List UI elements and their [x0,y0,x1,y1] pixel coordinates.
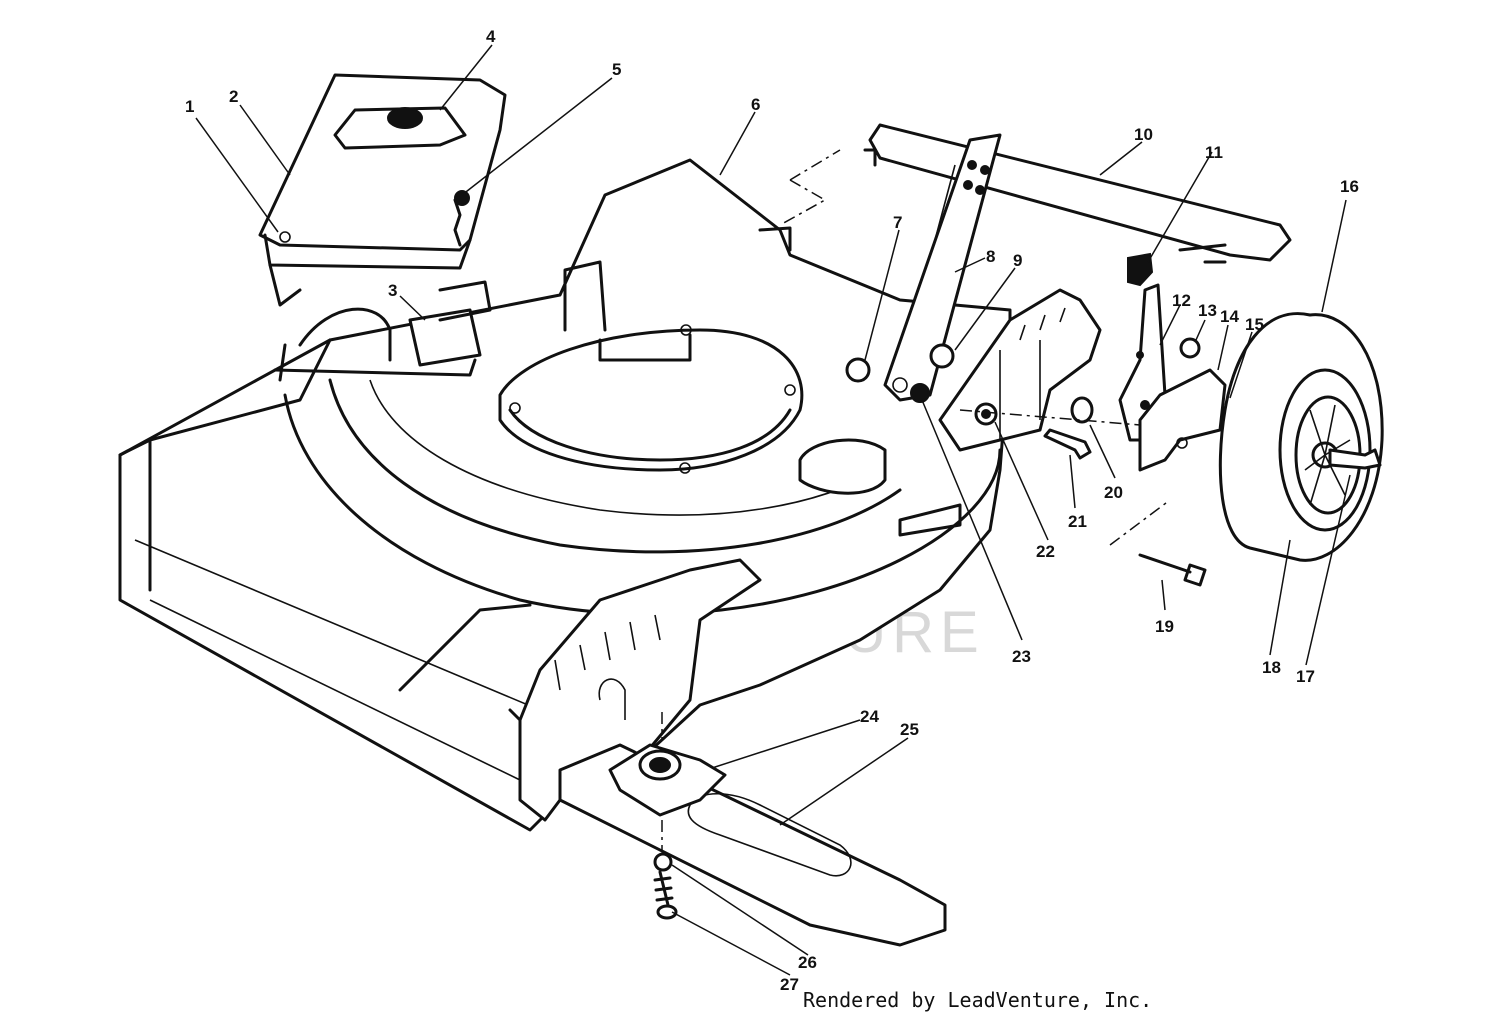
callout-9: 9 [1013,251,1022,270]
callout-1: 1 [185,97,194,116]
clip-11 [1127,252,1154,287]
callout-15: 15 [1245,315,1264,334]
callout-8: 8 [986,247,995,266]
callout-19: 19 [1155,617,1174,636]
callout-13: 13 [1198,301,1217,320]
nut-9 [929,343,955,369]
wheel [1218,312,1384,562]
callout-20: 20 [1104,483,1123,502]
callout-25: 25 [900,720,919,739]
callout-7: 7 [893,213,902,232]
blade-assembly [558,743,947,947]
wheel-bracket [1118,283,1227,472]
adjust-lever [883,133,1002,402]
washer-20 [1070,396,1094,424]
shoulder-bolt-19 [1138,553,1207,587]
mower-deck [118,158,1102,832]
rear-shield [863,123,1292,264]
nut-7 [845,357,871,383]
nut-13 [1179,337,1201,359]
chute-door [258,73,507,307]
callout-10: 10 [1134,125,1153,144]
callout-6: 6 [751,95,760,114]
callout-21: 21 [1068,512,1087,531]
leader-lines [195,44,1351,976]
callout-12: 12 [1172,291,1191,310]
spacer-23 [910,383,930,403]
callout-17: 17 [1296,667,1315,686]
alignment-lines [661,149,1171,850]
credit-text: Rendered by LeadVenture, Inc. [803,988,1153,1012]
callout-labels: 1 2 3 4 5 6 7 8 9 10 11 12 13 14 15 16 1… [185,27,1359,994]
callout-3: 3 [388,281,397,300]
callout-5: 5 [612,60,621,79]
callout-14: 14 [1220,307,1239,326]
callout-18: 18 [1262,658,1281,677]
spring [453,190,470,247]
hinge-rod [273,280,492,382]
callout-11: 11 [1205,143,1223,162]
bolt-21 [1043,428,1092,460]
callout-26: 26 [798,953,817,972]
callout-24: 24 [860,707,879,726]
callout-2: 2 [229,87,238,106]
callout-27: 27 [780,975,799,994]
hardware [845,252,1228,587]
callout-4: 4 [486,27,496,46]
callout-22: 22 [1036,542,1055,561]
callout-16: 16 [1340,177,1359,196]
callout-23: 23 [1012,647,1031,666]
